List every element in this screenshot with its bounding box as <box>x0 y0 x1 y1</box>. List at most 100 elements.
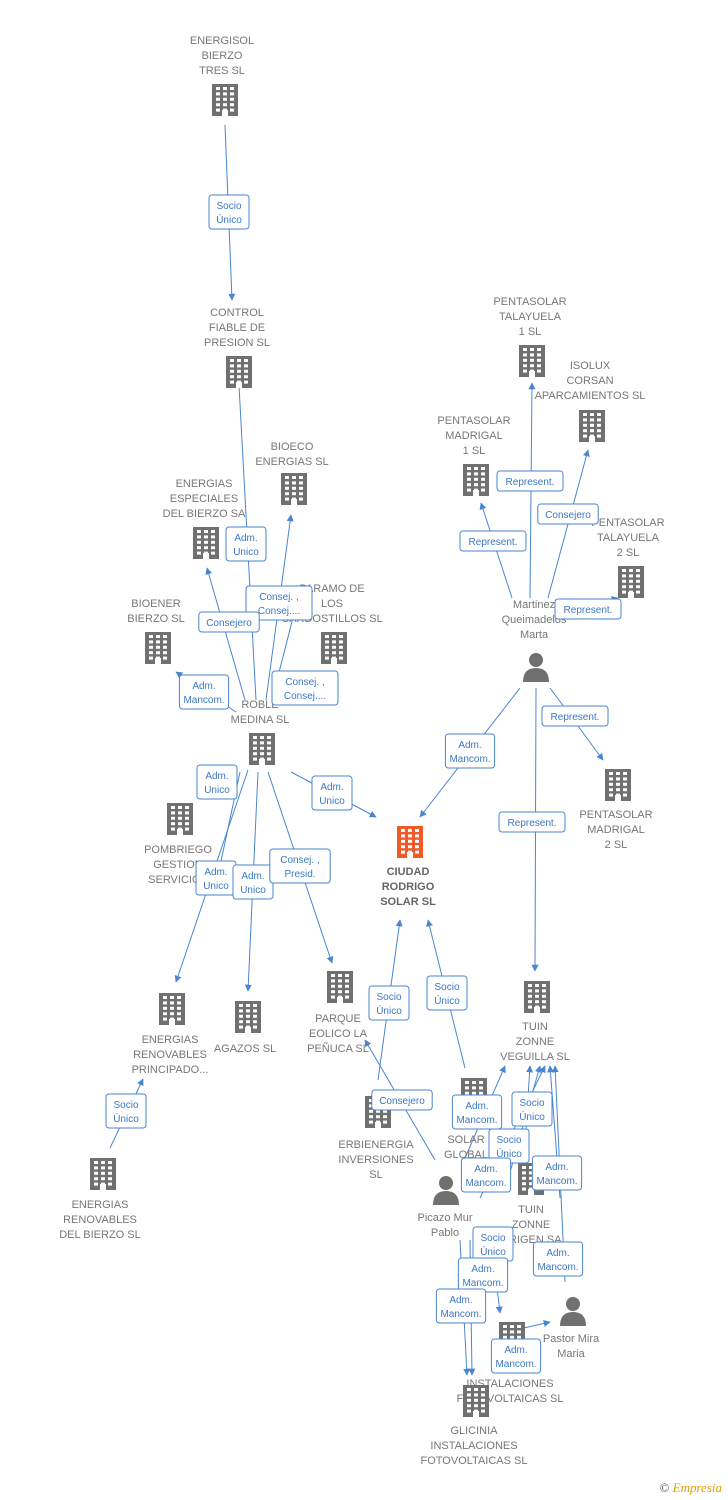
edge-label[interactable]: Adm.Mancom. <box>490 1338 542 1374</box>
building-icon[interactable] <box>463 1385 489 1417</box>
edge-label-box[interactable] <box>368 985 410 1021</box>
edge-label[interactable]: Consej. ,Consej.... <box>245 585 313 621</box>
edge-label[interactable]: Represent. <box>541 705 609 727</box>
edge-label-box[interactable] <box>271 670 339 706</box>
edge-label-box[interactable] <box>498 811 566 833</box>
edge-label-box[interactable] <box>371 1089 433 1111</box>
person-icon[interactable] <box>560 1297 586 1326</box>
building-icon[interactable] <box>579 410 605 442</box>
building-icon[interactable] <box>226 356 252 388</box>
edge-label[interactable]: Adm.Mancom. <box>451 1094 503 1130</box>
edge-label[interactable]: Adm.Unico <box>311 775 353 811</box>
edge-label-box[interactable] <box>196 764 238 800</box>
edge-label-box[interactable] <box>537 503 599 525</box>
edge-label-box[interactable] <box>245 585 313 621</box>
edge-label-box[interactable] <box>269 848 331 884</box>
edge-label[interactable]: Consej. ,Presid. <box>269 848 331 884</box>
building-icon[interactable] <box>212 84 238 116</box>
node-erp[interactable]: ENERGIASRENOVABLESPRINCIPADO... <box>132 993 209 1076</box>
edge-label[interactable]: Adm.Mancom. <box>435 1288 487 1324</box>
edge-label[interactable]: Represent. <box>498 811 566 833</box>
edge-label[interactable]: Adm.Unico <box>195 860 237 896</box>
edge-label-box[interactable] <box>541 705 609 727</box>
edge-label[interactable]: Represent. <box>554 598 622 620</box>
edge-label-box[interactable] <box>531 1155 583 1191</box>
edge-label[interactable]: Adm.Mancom. <box>444 733 496 769</box>
edge-label-box[interactable] <box>496 470 564 492</box>
building-icon[interactable] <box>90 1158 116 1190</box>
person-icon[interactable] <box>433 1176 459 1205</box>
edge-label[interactable]: Adm.Mancom. <box>178 674 230 710</box>
building-icon[interactable] <box>281 473 307 505</box>
building-icon[interactable] <box>249 733 275 765</box>
building-icon[interactable] <box>618 566 644 598</box>
edge-label[interactable]: Adm.Mancom. <box>457 1257 509 1293</box>
edge-label-box[interactable] <box>311 775 353 811</box>
edge-label[interactable]: Adm.Mancom. <box>531 1155 583 1191</box>
edge-label-box[interactable] <box>460 1157 512 1193</box>
edge-label-box[interactable] <box>178 674 230 710</box>
node-agazos[interactable]: AGAZOS SL <box>214 1001 276 1055</box>
edge-label-box[interactable] <box>198 611 260 633</box>
edge-label[interactable]: Adm.Mancom. <box>460 1157 512 1193</box>
edge-label[interactable]: Represent. <box>459 530 527 552</box>
building-icon[interactable] <box>327 971 353 1003</box>
building-icon[interactable] <box>193 527 219 559</box>
edge-label[interactable]: Consejero <box>198 611 260 633</box>
edge-label-box[interactable] <box>435 1288 487 1324</box>
edge-label[interactable]: Consej. ,Consej.... <box>271 670 339 706</box>
edge-label-box[interactable] <box>225 526 267 562</box>
building-icon[interactable] <box>519 345 545 377</box>
building-icon-highlighted[interactable] <box>397 826 423 858</box>
edge-label-box[interactable] <box>451 1094 503 1130</box>
edge-label[interactable]: Adm.Unico <box>196 764 238 800</box>
edge-label[interactable]: Represent. <box>496 470 564 492</box>
building-icon[interactable] <box>159 993 185 1025</box>
edge-label-box[interactable] <box>532 1241 584 1277</box>
building-icon[interactable] <box>167 803 193 835</box>
building-icon[interactable] <box>463 464 489 496</box>
building-icon[interactable] <box>605 769 631 801</box>
person-icon[interactable] <box>523 653 549 682</box>
edge-label[interactable]: Adm.Unico <box>232 864 274 900</box>
edge-label-box[interactable] <box>444 733 496 769</box>
edge-label-box[interactable] <box>208 194 250 230</box>
edge-label[interactable]: Adm.Unico <box>225 526 267 562</box>
building-icon[interactable] <box>235 1001 261 1033</box>
edge-label-box[interactable] <box>426 975 468 1011</box>
building-icon[interactable] <box>145 632 171 664</box>
edge-label-box[interactable] <box>490 1338 542 1374</box>
edge-label-box[interactable] <box>105 1093 147 1129</box>
edge-label-box[interactable] <box>511 1091 553 1127</box>
building-icon[interactable] <box>321 632 347 664</box>
edge-label[interactable]: Consejero <box>371 1089 433 1111</box>
edge-label[interactable]: Adm.Mancom. <box>532 1241 584 1277</box>
edge-label-box[interactable] <box>459 530 527 552</box>
